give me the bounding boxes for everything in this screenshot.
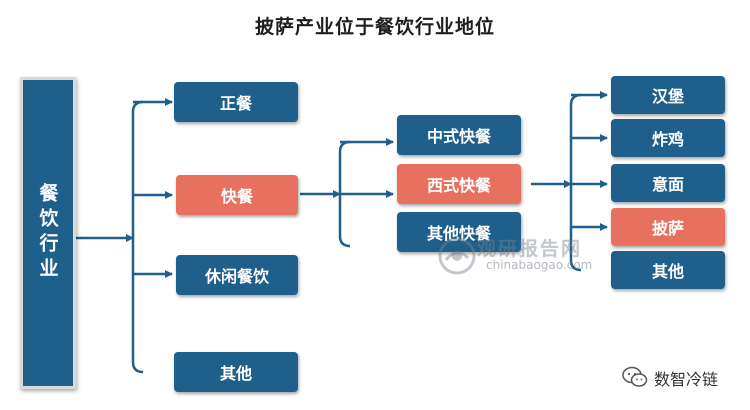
watermark-url: chinabaogao.com [486, 258, 593, 272]
watermark-logo-icon [438, 237, 476, 275]
node-qita-kuaican: 其他快餐 [397, 212, 521, 252]
diagram-title: 披萨产业位于餐饮行业地位 [254, 16, 495, 38]
wechat-icon [622, 366, 648, 387]
node-zhengcan: 正餐 [174, 82, 298, 122]
node-xishi-kuaican: 西式快餐 [397, 164, 521, 204]
footer-account-name: 数智冷链 [654, 370, 719, 389]
node-kuaican: 快餐 [176, 175, 298, 215]
node-yimian: 意面 [611, 164, 725, 202]
watermark-text: 观研报告网 [477, 238, 583, 260]
node-hanbao: 汉堡 [611, 76, 725, 114]
node-zhaji: 炸鸡 [611, 119, 725, 157]
bracket-level1 [131, 100, 144, 374]
node-zhongshi-kuaican: 中式快餐 [397, 115, 521, 155]
root-node-catering: 餐饮行业 [20, 77, 76, 389]
node-qita-leaf: 其他 [611, 251, 725, 289]
node-qita: 其他 [174, 352, 298, 392]
root-node-label: 餐饮行业 [36, 183, 59, 283]
node-xiuxian: 休闲餐饮 [176, 255, 298, 295]
node-pisa: 披萨 [611, 208, 725, 246]
